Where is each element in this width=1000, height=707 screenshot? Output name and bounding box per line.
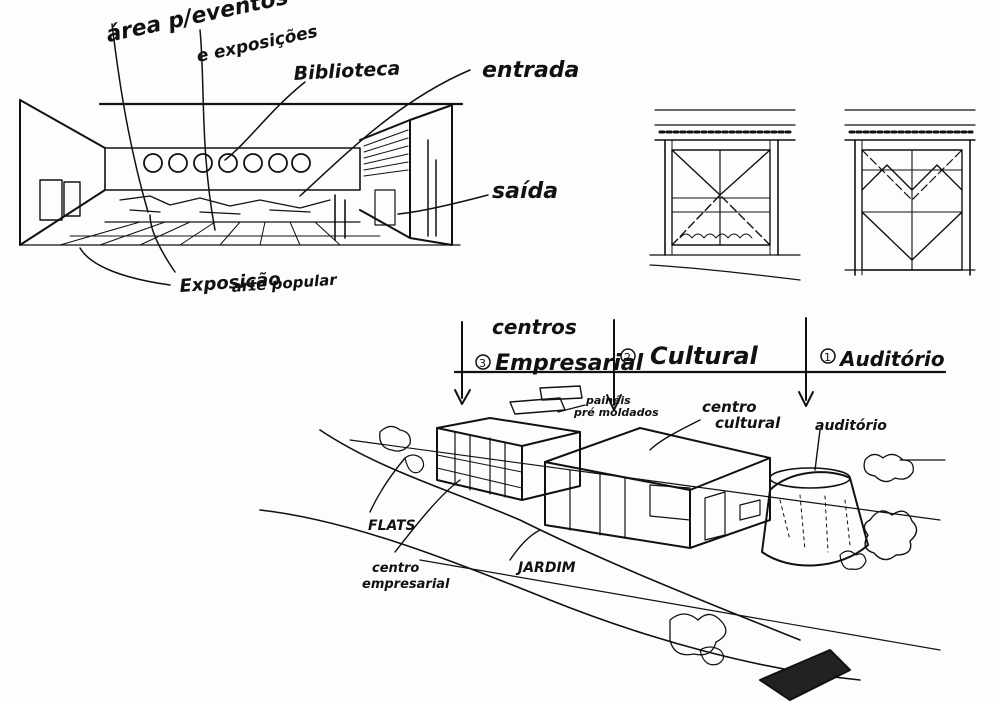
label-flats: FLATS [368, 518, 416, 534]
panel-elevation-right [844, 109, 976, 276]
label-pre-moldados: pré moldados [573, 406, 659, 419]
label-num-1: 1 [824, 351, 831, 364]
label-centros: centros [492, 315, 577, 339]
label-centro-cultural-2: cultural [715, 414, 781, 432]
label-auditorio-section: Auditório [838, 347, 945, 371]
label-centro-empresarial-1: centro [372, 561, 419, 576]
section-arrows [453, 317, 947, 411]
label-area-exposicoes: e exposições [195, 22, 320, 67]
label-cultural: Cultural [650, 342, 759, 370]
label-auditorio-building: auditório [815, 418, 887, 434]
label-centro-empresarial-2: empresarial [362, 577, 450, 592]
label-saida: saída [492, 179, 558, 204]
label-biblioteca: Biblioteca [293, 57, 401, 85]
panel-elevation-left [649, 109, 801, 281]
label-empresarial: Empresarial [495, 351, 644, 376]
label-num-2: 2 [624, 351, 631, 364]
aerial-perspective [259, 385, 946, 701]
label-num-3: 3 [479, 357, 486, 370]
building-labels: painéis pré moldados centro cultural aud… [362, 394, 887, 592]
section-labels: centros 3 Empresarial 2 Cultural 1 Audit… [479, 315, 945, 376]
label-jardim: JARDIM [515, 560, 576, 576]
label-paineis: painéis [585, 394, 631, 407]
label-centro-cultural-1: centro [702, 398, 757, 416]
label-entrada: entrada [482, 58, 579, 83]
interior-perspective [19, 23, 489, 286]
